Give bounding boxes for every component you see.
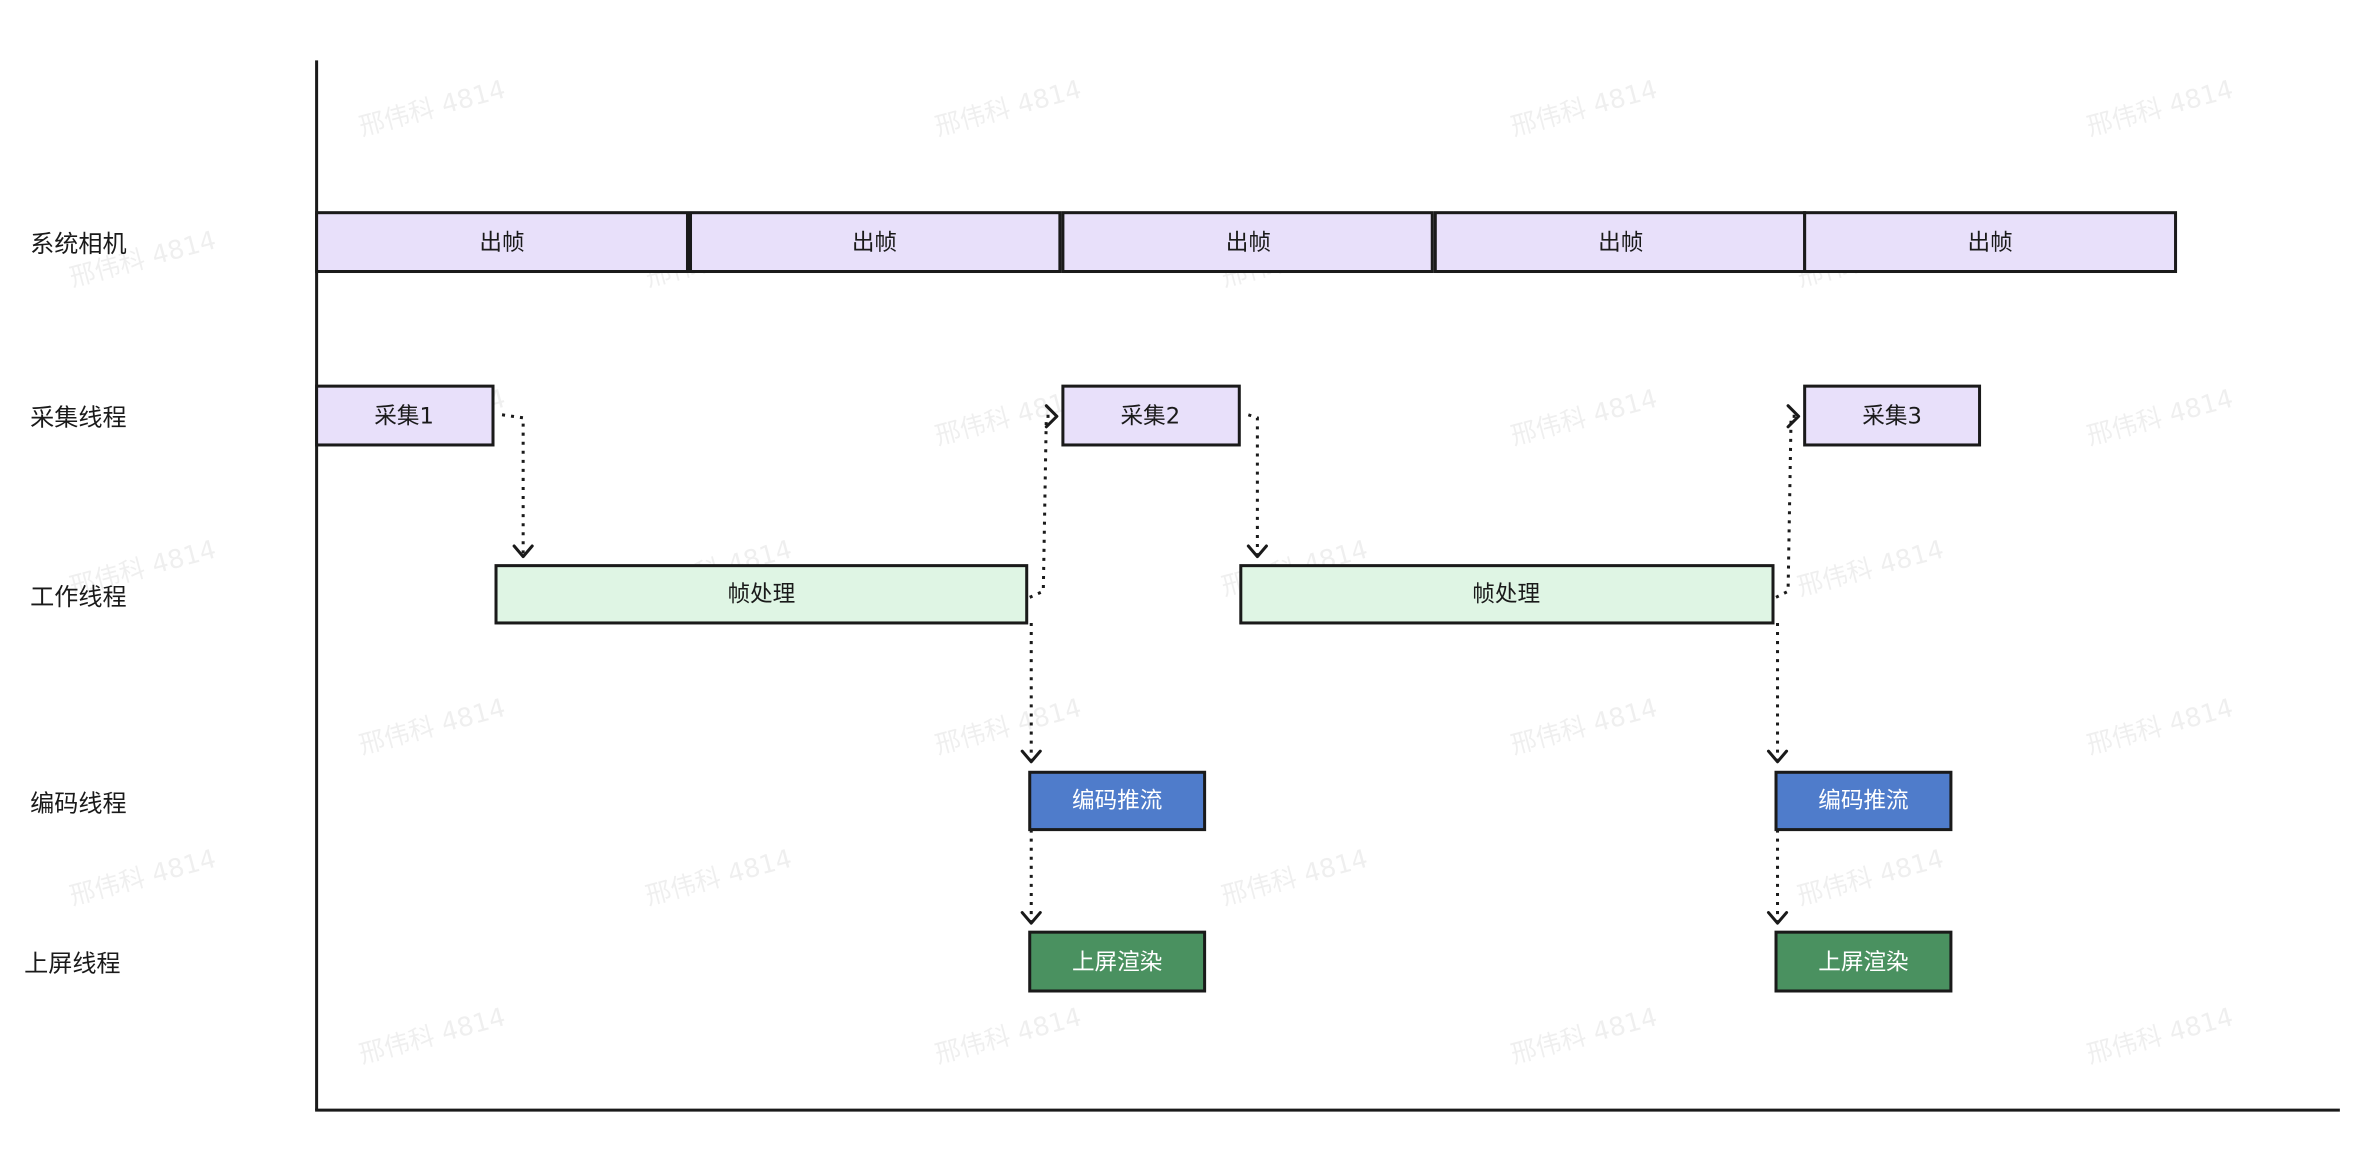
- encode-push-box: 编码推流: [1774, 770, 1953, 832]
- connector-arrow: [1775, 404, 1801, 599]
- render-rect: [1028, 930, 1207, 993]
- watermark-text: 邢伟科 4814: [932, 693, 1085, 761]
- frame-output-label: 出帧: [479, 230, 524, 256]
- frame-output-rect: [315, 211, 689, 274]
- connector-arrow: [1020, 622, 1042, 764]
- watermark-text: 邢伟科 4814: [932, 75, 1085, 143]
- watermark-text: 邢伟科 4814: [642, 844, 795, 912]
- watermark-text: 邢伟科 4814: [1508, 1002, 1661, 1070]
- frame-output-label: 出帧: [1598, 230, 1643, 256]
- watermark-text: 邢伟科 4814: [2084, 75, 2237, 143]
- connector-arrow: [1766, 829, 1789, 925]
- capture-box: 采集3: [1803, 384, 1982, 447]
- frame-output-box: 出帧: [688, 211, 1062, 274]
- render-label: 上屏渲染: [1072, 949, 1162, 975]
- watermark-text: 邢伟科 4814: [1794, 535, 1947, 603]
- encode-push-rect: [1774, 770, 1953, 832]
- capture-rect: [1803, 384, 1982, 447]
- frame-output-box: 出帧: [1433, 211, 1807, 274]
- render-rect: [1774, 930, 1953, 993]
- capture-lane: 采集1 采集2 采集3: [315, 384, 1982, 447]
- connector-arrow: [1029, 404, 1059, 599]
- render-box: 上屏渲染: [1028, 930, 1207, 993]
- capture-box: 采集2: [1061, 384, 1241, 447]
- lane-label-capture: 采集线程: [30, 403, 126, 431]
- frame-processing-label: 帧处理: [727, 581, 795, 607]
- frame-output-box: 出帧: [315, 211, 689, 274]
- lane-label-worker: 工作线程: [30, 583, 126, 611]
- watermark-text: 邢伟科 4814: [1794, 844, 1947, 912]
- watermark-text: 邢伟科 4814: [2084, 693, 2237, 761]
- worker-lane: 帧处理 帧处理: [494, 564, 1775, 625]
- watermark-text: 邢伟科 4814: [356, 75, 509, 143]
- lane-label-encode: 编码线程: [30, 789, 126, 817]
- frame-output-rect: [688, 211, 1062, 274]
- capture-box: 采集1: [315, 384, 495, 447]
- frame-output-label: 出帧: [852, 230, 897, 256]
- render-label: 上屏渲染: [1818, 949, 1908, 975]
- watermark-text: 邢伟科 4814: [1508, 693, 1661, 761]
- watermark-text: 邢伟科 4814: [2084, 1002, 2237, 1070]
- frame-output-label: 出帧: [1226, 230, 1271, 256]
- capture-rect: [315, 384, 495, 447]
- encode-push-rect: [1028, 770, 1207, 832]
- watermark-text: 邢伟科 4814: [66, 844, 219, 912]
- connectors: [501, 404, 1801, 925]
- connector-arrow: [501, 413, 534, 559]
- frame-processing-box: 帧处理: [494, 564, 1029, 625]
- frame-processing-box: 帧处理: [1239, 564, 1775, 625]
- frame-output-box: 出帧: [1803, 211, 2178, 274]
- display-lane: 上屏渲染 上屏渲染: [1028, 930, 1953, 993]
- connector-arrow: [1020, 829, 1042, 925]
- watermark-text: 邢伟科 4814: [356, 1002, 509, 1070]
- capture-rect: [1061, 384, 1241, 447]
- frame-processing-rect: [1239, 564, 1775, 625]
- lane-label-camera: 系统相机: [30, 230, 126, 258]
- frame-output-rect: [1433, 211, 1807, 274]
- capture-label: 采集2: [1121, 403, 1181, 429]
- frame-processing-rect: [494, 564, 1029, 625]
- capture-label: 采集3: [1862, 403, 1922, 429]
- camera-lane: 出帧 出帧 出帧 出帧 出帧: [315, 211, 2178, 274]
- frame-output-rect: [1803, 211, 2178, 274]
- watermark-text: 邢伟科 4814: [1508, 384, 1661, 452]
- watermark-text: 邢伟科 4814: [356, 693, 509, 761]
- lane-label-display: 上屏线程: [24, 949, 120, 977]
- frame-processing-label: 帧处理: [1472, 581, 1540, 607]
- encode-push-label: 编码推流: [1072, 788, 1162, 814]
- frame-output-box: 出帧: [1061, 211, 1434, 274]
- capture-label: 采集1: [374, 403, 434, 429]
- frame-output-label: 出帧: [1967, 230, 2012, 256]
- watermark-text: 邢伟科 4814: [932, 1002, 1085, 1070]
- encode-lane: 编码推流 编码推流: [1028, 770, 1953, 832]
- watermark-text: 邢伟科 4814: [1218, 844, 1371, 912]
- encode-push-box: 编码推流: [1028, 770, 1207, 832]
- frame-output-rect: [1061, 211, 1434, 274]
- connector-arrow: [1766, 622, 1789, 764]
- connector-arrow: [1246, 413, 1268, 559]
- encode-push-label: 编码推流: [1818, 788, 1908, 814]
- render-box: 上屏渲染: [1774, 930, 1953, 993]
- watermark-text: 邢伟科 4814: [1508, 75, 1661, 143]
- watermark-text: 邢伟科 4814: [2084, 384, 2237, 452]
